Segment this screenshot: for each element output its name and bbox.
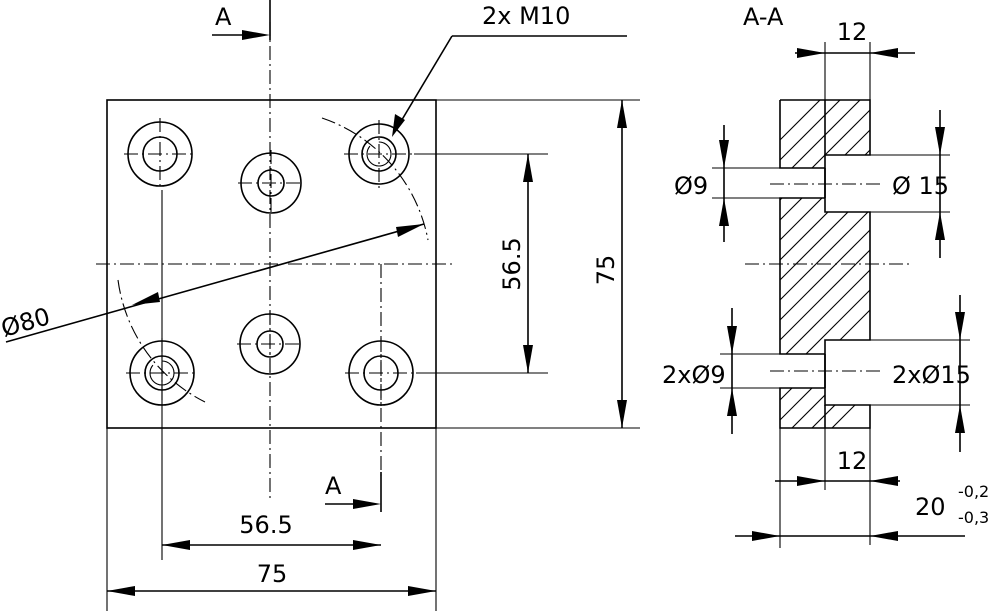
counterbore-depth-bottom-label: 12 (837, 447, 868, 475)
counterbore-pair-dimension: 2xØ15 (870, 295, 971, 452)
counterbore-diameter-dimension: Ø 15 (870, 110, 950, 258)
plate-thickness-label: 20 (915, 493, 946, 521)
through-hole-label: Ø9 (674, 172, 708, 200)
hole-spacing-horizontal-label: 56.5 (239, 511, 292, 539)
hole-top-left (124, 118, 196, 190)
plate-height-label: 75 (592, 255, 620, 286)
tolerance-lower-label: -0,3 (958, 508, 989, 527)
thread-callout: 2x M10 (392, 2, 627, 137)
counterbore-depth-top-label: 12 (837, 18, 868, 46)
hole-spacing-horizontal-dimension: 56.5 (161, 190, 381, 560)
plate-thickness-dimension: 20 -0,2 -0,3 (735, 428, 989, 548)
counterbore-depth-bottom-dimension: 12 (775, 428, 900, 545)
plate-width-label: 75 (257, 560, 288, 588)
section-view-title: A-A (743, 3, 784, 31)
hole-top-middle (238, 150, 304, 216)
section-marker-bottom-label: A (325, 472, 342, 500)
through-hole-dimension: Ø9 (674, 125, 780, 242)
section-marker-top-label: A (215, 3, 232, 31)
counterbore-pair-label: 2xØ15 (892, 361, 971, 389)
counterbore-depth-top-dimension: 12 (795, 18, 915, 100)
tolerance-upper-label: -0,2 (958, 482, 989, 501)
plate-width-dimension: 75 (106, 428, 437, 611)
hatch-lower (780, 388, 870, 428)
hole-spacing-vertical-label: 56.5 (498, 237, 526, 290)
bolt-circle-dimension: Ø80 (0, 223, 425, 343)
hatch-middle (780, 198, 870, 354)
plate-height-dimension: 75 (436, 99, 640, 429)
thread-callout-label: 2x M10 (482, 2, 570, 30)
hole-top-right-threaded (344, 120, 414, 188)
through-hole-pair-label: 2xØ9 (662, 361, 726, 389)
hole-bottom-middle (237, 311, 303, 377)
through-hole-pair-dimension: 2xØ9 (662, 308, 780, 434)
section-marker-bottom: A (325, 472, 382, 512)
bolt-circle-arc-lower (117, 279, 206, 403)
bolt-circle-label: Ø80 (0, 302, 53, 343)
hatch-upper (780, 100, 870, 168)
counterbore-diameter-label: Ø 15 (892, 172, 949, 200)
section-view: A-A (662, 3, 989, 548)
hole-spacing-vertical-dimension: 56.5 (414, 153, 548, 374)
bolt-circle-arc-upper (321, 117, 429, 241)
front-view: A A 2x M10 Ø80 56.5 (0, 0, 640, 611)
section-marker-top: A (212, 0, 271, 40)
